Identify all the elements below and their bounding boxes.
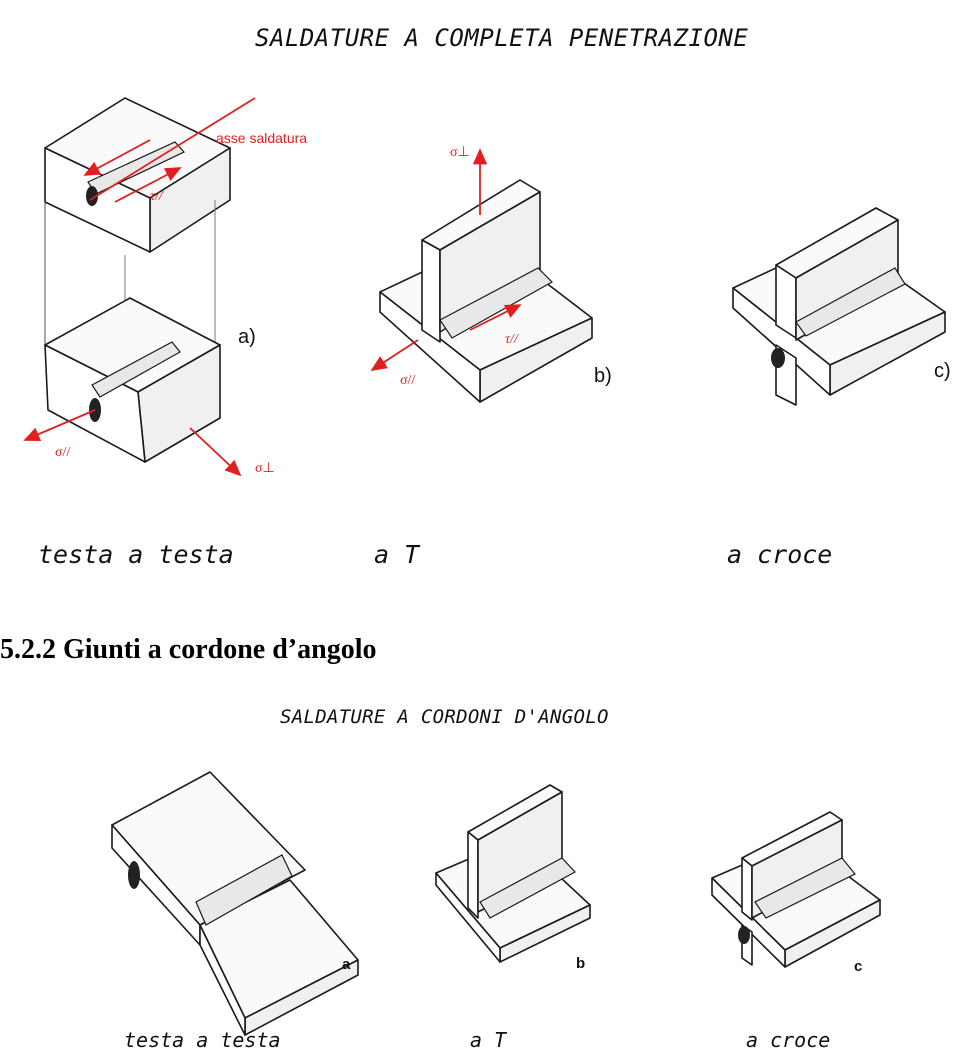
svg-text:σ⊥: σ⊥: [255, 461, 275, 476]
bottom-caption-butt: testa a testa: [124, 1028, 281, 1052]
bottom-joint-a-drawing: [111, 771, 359, 1036]
top-joint-c-drawing: [732, 207, 946, 406]
bottom-joint-b-drawing: [435, 784, 591, 963]
top-caption-butt: testa a testa: [38, 540, 234, 569]
top-panel-label-c: c): [934, 360, 951, 382]
section-heading: 5.2.2 Giunti a cordone d’angolo: [0, 634, 377, 665]
bottom-caption-t: a T: [470, 1028, 507, 1052]
bottom-figure-title: SALDATURE A CORDONI D'ANGOLO: [280, 706, 609, 728]
bottom-panel-label-b: b: [576, 955, 586, 972]
top-panel-label-a: a): [238, 326, 256, 348]
bottom-joint-c-drawing: [711, 811, 881, 968]
top-figure-title: SALDATURE A COMPLETA PENETRAZIONE: [255, 24, 749, 52]
svg-text:τ//: τ//: [505, 332, 519, 347]
svg-text:σ⊥: σ⊥: [450, 145, 470, 160]
bottom-panel-label-a: a: [342, 956, 351, 973]
top-joint-a-drawing: τ// σ// σ⊥: [23, 97, 275, 477]
svg-text:σ//: σ//: [55, 445, 70, 460]
top-panel-label-b: b): [594, 365, 612, 387]
bottom-panel-label-c: c: [854, 958, 863, 975]
svg-text:τ//: τ//: [150, 189, 164, 204]
top-caption-t: a T: [374, 540, 420, 569]
weld-axis-label: asse saldatura: [216, 130, 308, 146]
svg-text:σ//: σ//: [400, 373, 415, 388]
top-joint-b-drawing: σ⊥ τ// σ//: [370, 145, 593, 403]
bottom-caption-cross: a croce: [746, 1028, 831, 1052]
top-caption-cross: a croce: [727, 540, 833, 569]
